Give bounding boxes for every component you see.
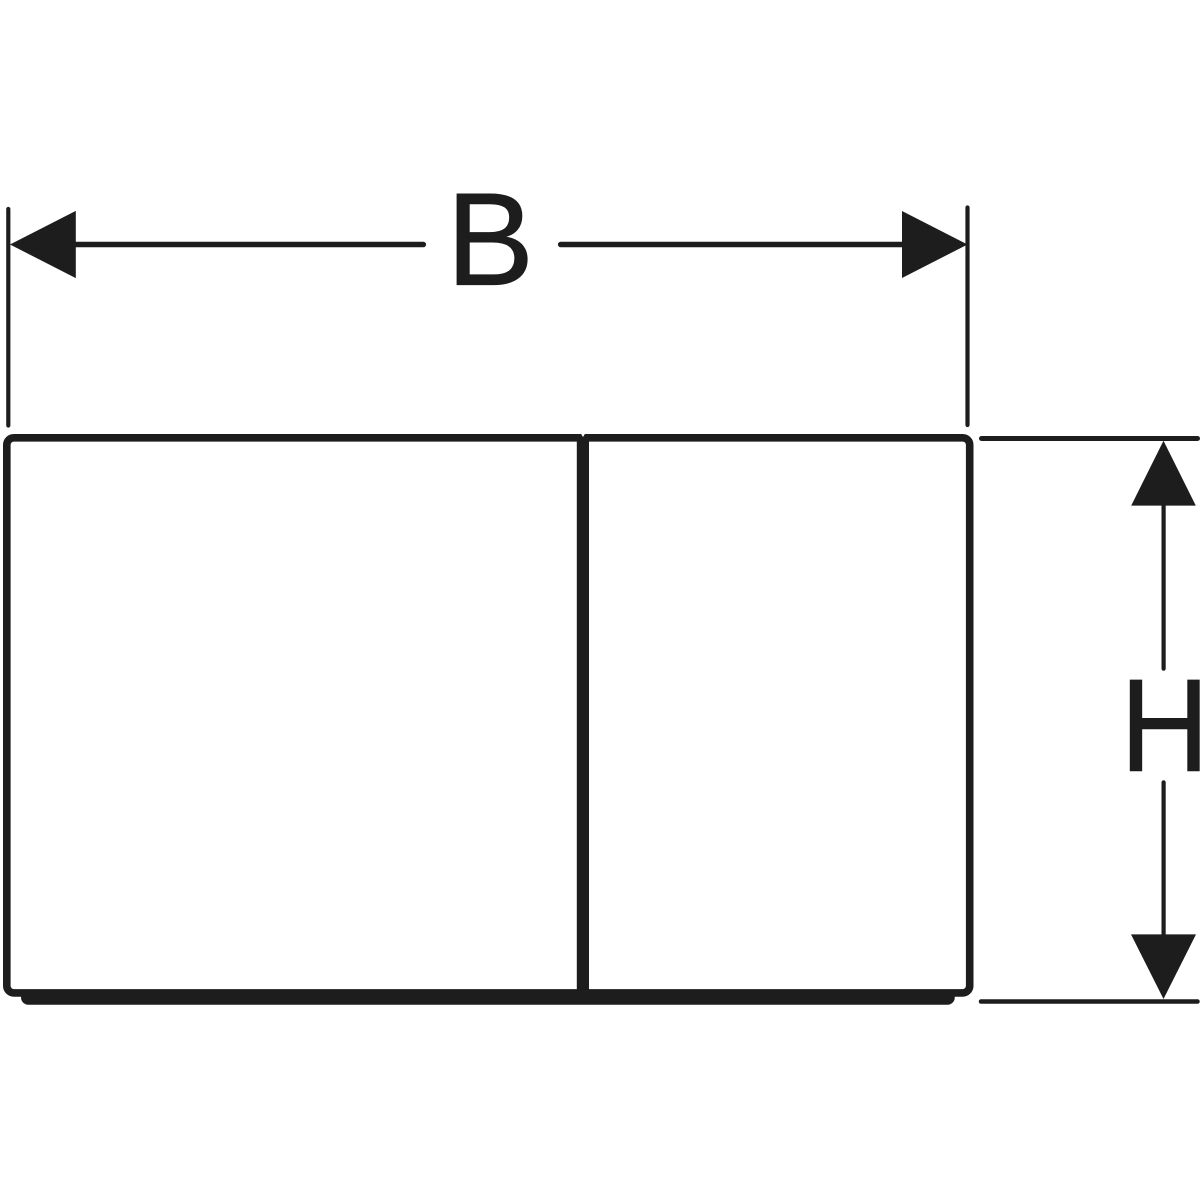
svg-text:B: B [446,166,534,313]
svg-text:H: H [1120,652,1200,800]
